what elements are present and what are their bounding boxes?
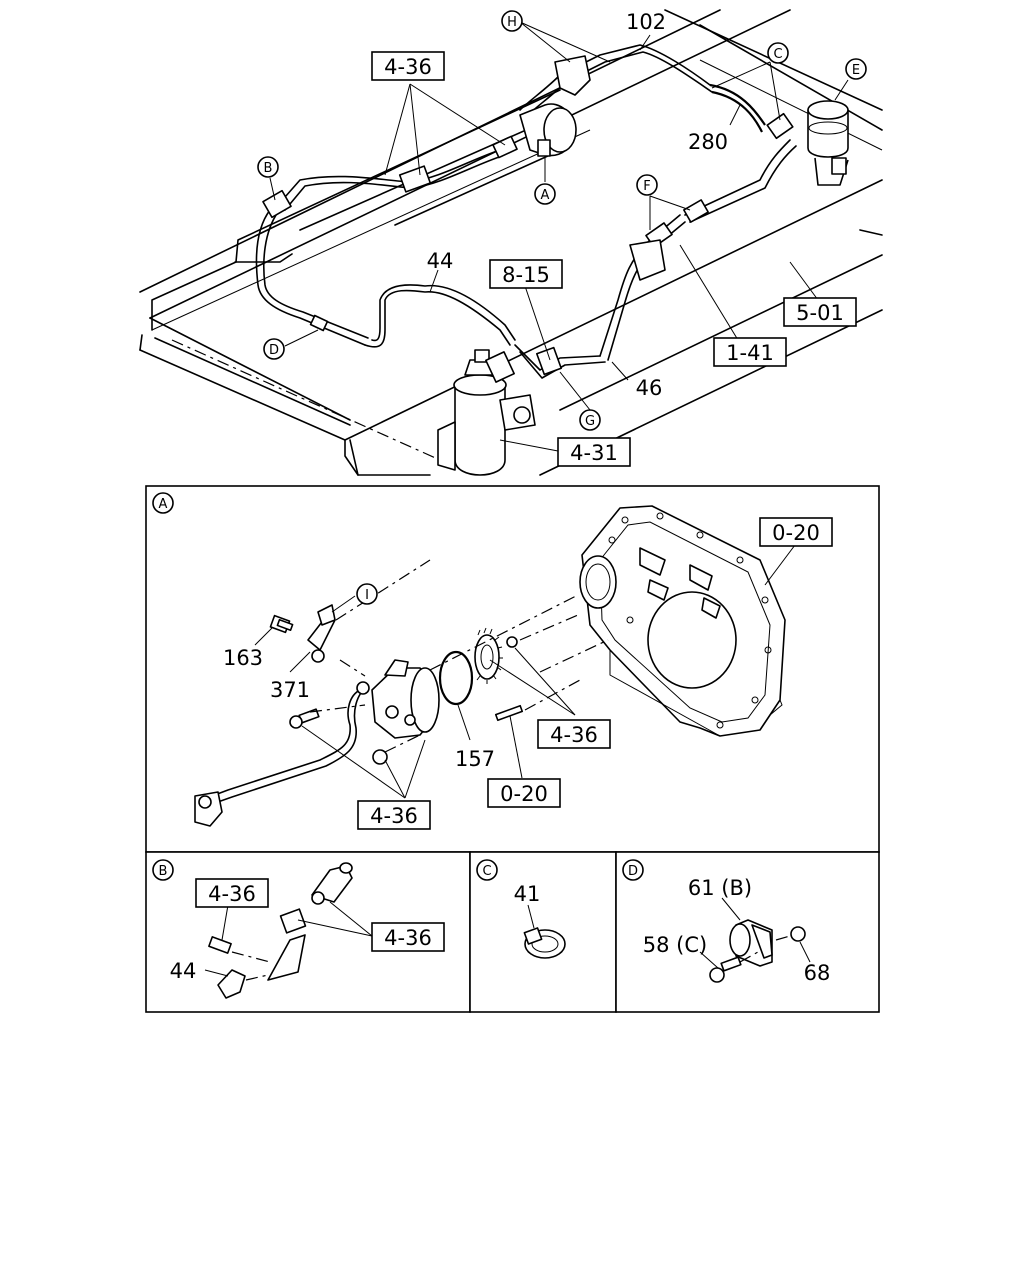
part-number-371: 371 [270, 678, 310, 702]
panel-c: C 41 [469, 851, 617, 1013]
pipe-lines [255, 44, 797, 379]
panel-c-label: C [482, 864, 491, 879]
panel-a-label: A [159, 497, 168, 512]
panel-b: B 4-36 4-36 44 [145, 851, 471, 1013]
callout-a: A [541, 188, 550, 203]
ref-4-36-top: 4-36 [384, 55, 432, 79]
part-number-102: 102 [626, 10, 666, 34]
leader-lines [269, 21, 849, 452]
callout-d: D [269, 343, 279, 358]
pump-exploded [194, 559, 609, 827]
ref-4-36-b-lower: 4-36 [384, 926, 432, 950]
callout-b: B [264, 161, 273, 176]
housing-bolt-holes [608, 512, 772, 729]
part-number-58c: 58 (C) [643, 933, 707, 957]
ref-1-41: 1-41 [726, 341, 774, 365]
clips [262, 55, 794, 332]
top-ref-boxes: 4-36 8-15 5-01 1-41 4-31 [371, 51, 857, 467]
flywheel-housing [579, 505, 786, 737]
reservoir-tank [807, 100, 849, 186]
callout-g: G [585, 414, 595, 429]
ref-4-36-b-upper: 4-36 [208, 882, 256, 906]
panel-a-leaders [254, 544, 796, 799]
part-number-46: 46 [636, 376, 663, 400]
part-number-280: 280 [688, 130, 728, 154]
ref-8-15: 8-15 [502, 263, 550, 287]
top-callouts: H C E B A F D G [257, 10, 867, 431]
top-assembly-view: H C E B A F D G 4-36 8-15 5-01 1-41 [139, 9, 883, 476]
ref-0-20-housing: 0-20 [772, 521, 820, 545]
part-number-44: 44 [427, 249, 454, 273]
panel-d: D 61 (B) 58 (C) 68 [615, 851, 880, 1013]
panel-b-label: B [159, 864, 168, 879]
part-number-163: 163 [223, 646, 263, 670]
part-number-41: 41 [514, 882, 541, 906]
callout-i: I [365, 588, 369, 603]
callout-h: H [507, 15, 517, 30]
hydraulic-cylinder [437, 346, 563, 476]
ref-4-36-pump: 4-36 [370, 804, 418, 828]
vacuum-pump [519, 103, 577, 157]
part-number-61b: 61 (B) [688, 876, 752, 900]
callout-c: C [773, 47, 782, 62]
part-number-68: 68 [804, 961, 831, 985]
panel-d-label: D [628, 864, 638, 879]
callout-e: E [852, 63, 860, 78]
ref-5-01: 5-01 [796, 301, 844, 325]
gear [474, 627, 503, 684]
part-number-157: 157 [455, 747, 495, 771]
ref-0-20-stud: 0-20 [500, 782, 548, 806]
top-part-numbers: 102 280 44 46 [427, 10, 728, 400]
callout-f: F [643, 179, 650, 194]
ref-4-36-gear: 4-36 [550, 723, 598, 747]
ref-4-31: 4-31 [570, 441, 618, 465]
panel-a: A [145, 485, 880, 853]
part-number-44-b: 44 [170, 959, 197, 983]
